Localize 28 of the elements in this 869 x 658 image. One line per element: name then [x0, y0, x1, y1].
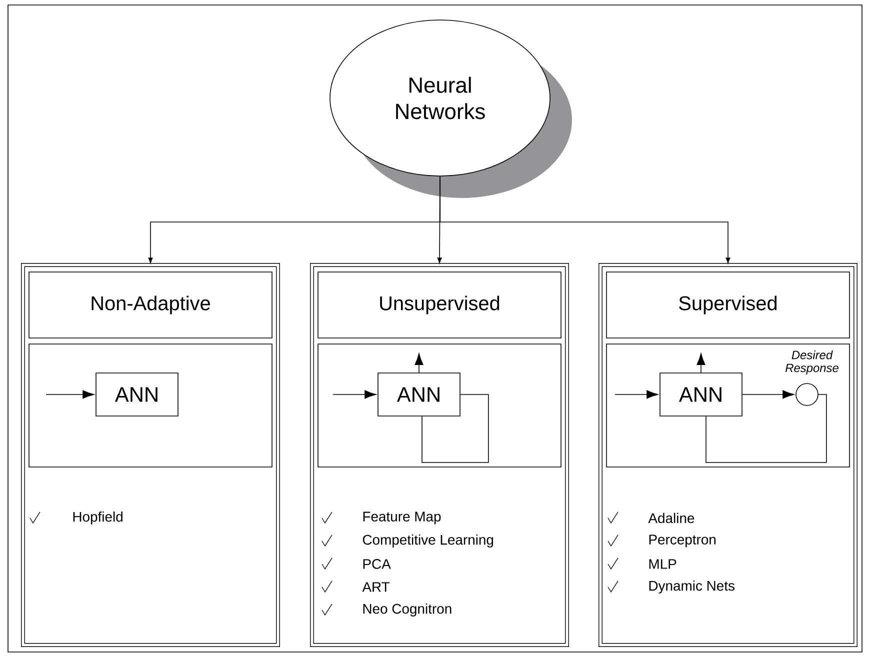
ann-box: ANN [378, 372, 460, 416]
ann-box: ANN [660, 372, 742, 416]
list-item: Dynamic Nets [649, 580, 734, 594]
arrow [696, 353, 706, 373]
arrow [742, 390, 794, 399]
list-item: Perceptron [649, 534, 716, 548]
header-box: Supervised [606, 272, 850, 338]
header-box: Unsupervised [318, 272, 562, 338]
list-item: Hopfield [73, 512, 122, 524]
arrow [46, 390, 94, 399]
annotation-text: Desired Response [785, 350, 838, 375]
ann-box: ANN [96, 372, 178, 416]
arrow [332, 390, 376, 399]
list-item: Adaline [648, 512, 694, 524]
list-item: Neo Cognitron [363, 604, 452, 616]
arrow [614, 390, 658, 399]
connector-line [440, 176, 730, 264]
list-item: Competitive Learning [362, 534, 494, 548]
column-box [310, 263, 569, 647]
summing-circle [796, 383, 818, 406]
column-box [21, 263, 280, 647]
header-box: Non-Adaptive [28, 272, 272, 338]
list-item: Feature Map [363, 512, 441, 524]
list-item: ART [362, 582, 390, 592]
column-box [598, 263, 858, 647]
list-item: MLP [649, 559, 676, 569]
list-item: PCA [363, 559, 391, 569]
arrow [414, 353, 424, 373]
